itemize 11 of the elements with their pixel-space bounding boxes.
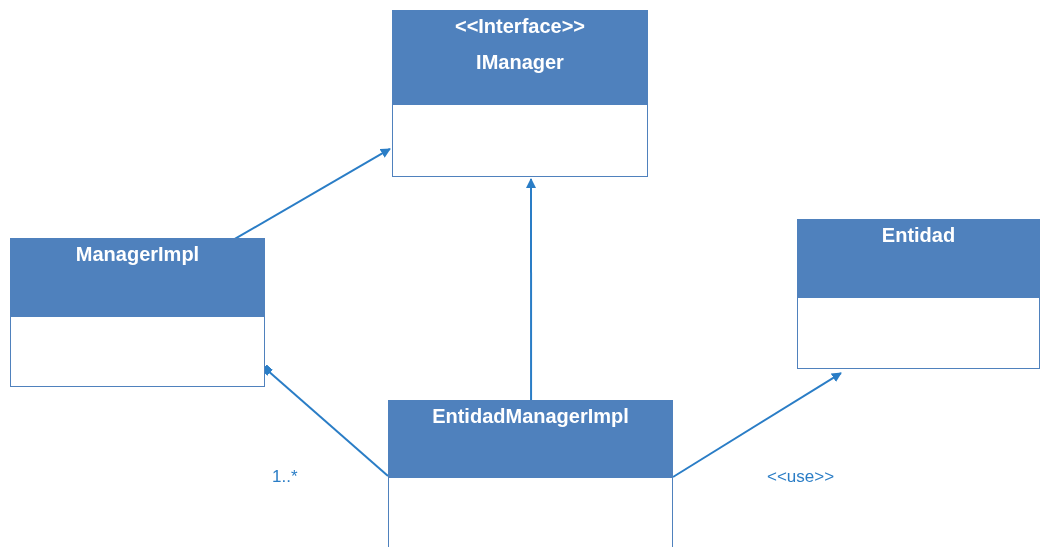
stereotype-label: <<Interface>> xyxy=(454,14,586,39)
class-name: EntidadManagerImpl xyxy=(432,404,629,429)
connector-arrow xyxy=(526,178,536,401)
connector-arrow xyxy=(672,372,842,478)
class-box xyxy=(388,400,673,547)
class-name: IManager xyxy=(476,50,564,75)
class-name: ManagerImpl xyxy=(75,242,200,267)
class-box xyxy=(797,219,1040,369)
class-box xyxy=(10,238,265,387)
class-name: Entidad xyxy=(881,223,956,248)
class-box xyxy=(392,10,648,177)
